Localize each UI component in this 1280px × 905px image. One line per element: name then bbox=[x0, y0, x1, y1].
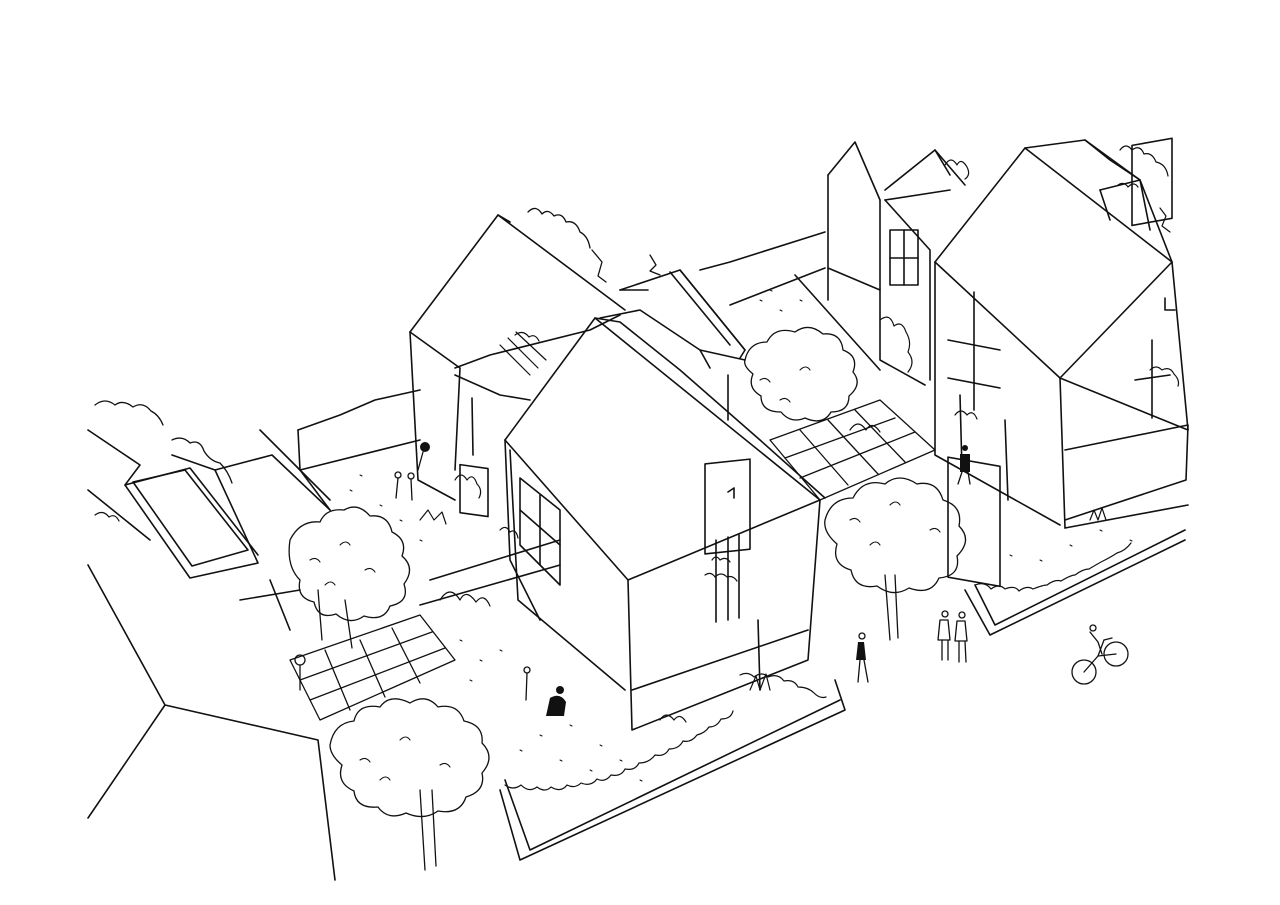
house-back-right bbox=[827, 141, 970, 386]
tree-foreground bbox=[329, 698, 490, 871]
tree-street bbox=[824, 477, 967, 641]
house-back-left bbox=[297, 207, 661, 518]
front-hedge bbox=[499, 504, 1189, 861]
cyclist bbox=[1071, 624, 1129, 685]
paving-grid-left bbox=[289, 614, 456, 721]
ground-texture bbox=[349, 289, 1133, 782]
people bbox=[294, 442, 971, 716]
shrubs bbox=[419, 316, 1107, 723]
garden-walls bbox=[214, 231, 881, 631]
tree-courtyard bbox=[744, 326, 858, 422]
paving-grid-right bbox=[769, 399, 936, 501]
house-right bbox=[934, 137, 1189, 588]
tree-left-yard bbox=[288, 506, 411, 649]
house-center bbox=[504, 269, 826, 731]
left-building bbox=[87, 400, 336, 881]
